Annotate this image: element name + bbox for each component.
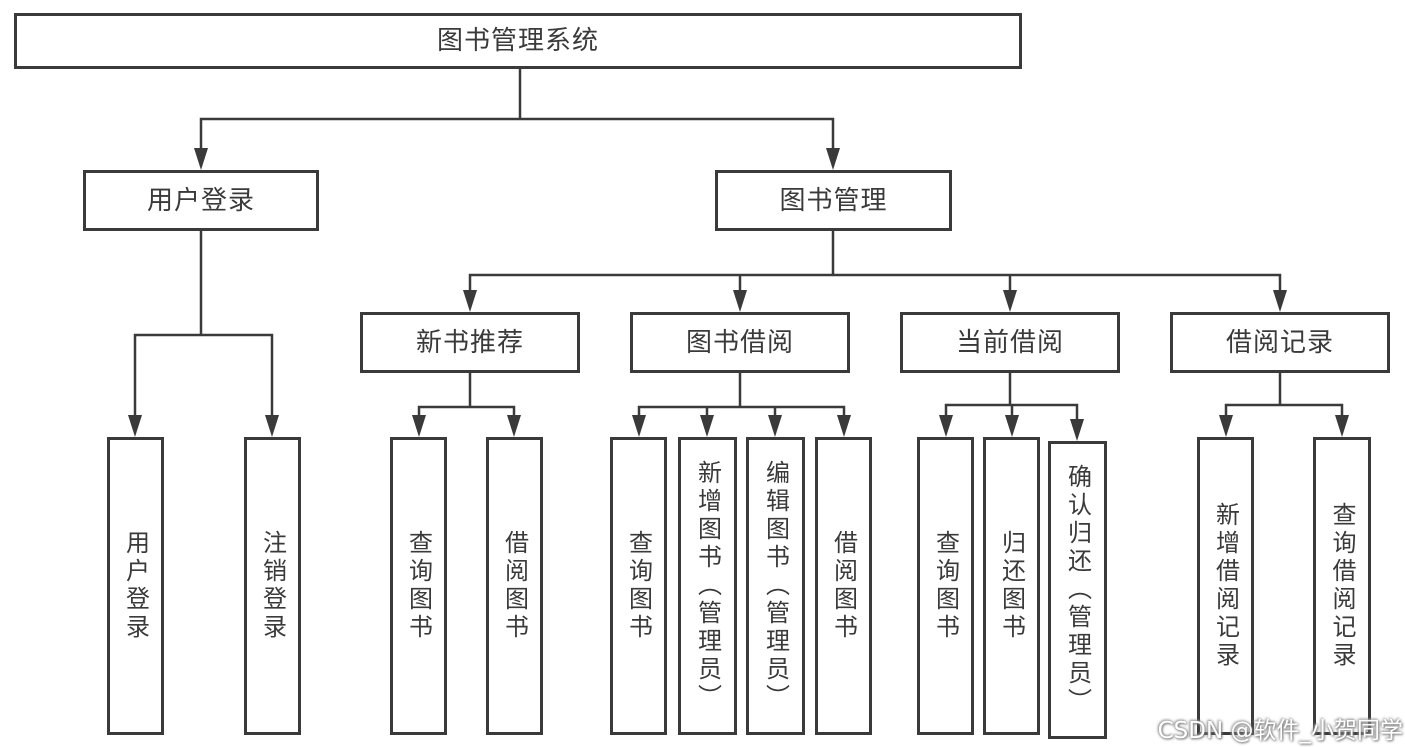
node-book-management: 图书管理	[715, 170, 952, 231]
edge-level2-branch	[199, 117, 835, 152]
leaf-user-login: 用户登录	[107, 437, 164, 735]
arrowhead	[768, 415, 782, 437]
arrowhead	[265, 415, 279, 437]
leaf-logout: 注销登录	[244, 437, 301, 735]
leaf-rec-query-books: 查询图书	[390, 437, 447, 735]
edge-level3-branch	[468, 273, 1282, 294]
node-library-system: 图书管理系统	[14, 13, 1022, 69]
leaf-borrow-borrow-books: 借阅图书	[815, 437, 872, 735]
leaf-current-confirm-return-admin: 确认归还（管理员）	[1048, 441, 1107, 739]
leaf-current-query-books: 查询图书	[917, 437, 974, 735]
arrowhead	[507, 415, 521, 437]
arrowhead	[826, 148, 840, 170]
leaf-borrow-query-books: 查询图书	[610, 437, 667, 735]
edge-login-children-branch	[133, 333, 274, 419]
edge-borrow-children-branch	[637, 405, 846, 419]
arrowhead	[632, 415, 646, 437]
arrowhead	[733, 290, 747, 312]
node-current-borrowing: 当前借阅	[900, 312, 1120, 373]
leaf-borrow-edit-books-admin: 编辑图书（管理员）	[746, 437, 805, 735]
node-book-borrowing: 图书借阅	[630, 312, 850, 373]
arrowhead	[1003, 290, 1017, 312]
node-user-login: 用户登录	[83, 170, 319, 231]
arrowhead	[194, 148, 208, 170]
arrowhead	[700, 415, 714, 437]
arrowhead	[1005, 415, 1019, 437]
arrowhead	[1273, 290, 1287, 312]
arrowhead	[463, 290, 477, 312]
leaf-rec-borrow-books: 借阅图书	[486, 437, 543, 735]
arrowhead	[1335, 415, 1349, 437]
node-borrow-records: 借阅记录	[1170, 312, 1390, 373]
edge-records-children-branch	[1224, 403, 1344, 419]
edge-rec-children-branch	[417, 405, 516, 419]
arrowhead	[939, 415, 953, 437]
arrowhead	[128, 415, 142, 437]
leaf-current-return-books: 归还图书	[983, 437, 1040, 735]
node-new-book-recommend: 新书推荐	[360, 312, 580, 373]
arrowhead	[1070, 419, 1084, 441]
arrowhead	[1219, 415, 1233, 437]
leaf-records-query-record: 查询借阅记录	[1313, 437, 1371, 735]
arrowhead	[412, 415, 426, 437]
leaf-records-add-record: 新增借阅记录	[1197, 437, 1254, 735]
arrowhead	[837, 415, 851, 437]
leaf-borrow-add-books-admin: 新增图书（管理员）	[678, 437, 737, 735]
